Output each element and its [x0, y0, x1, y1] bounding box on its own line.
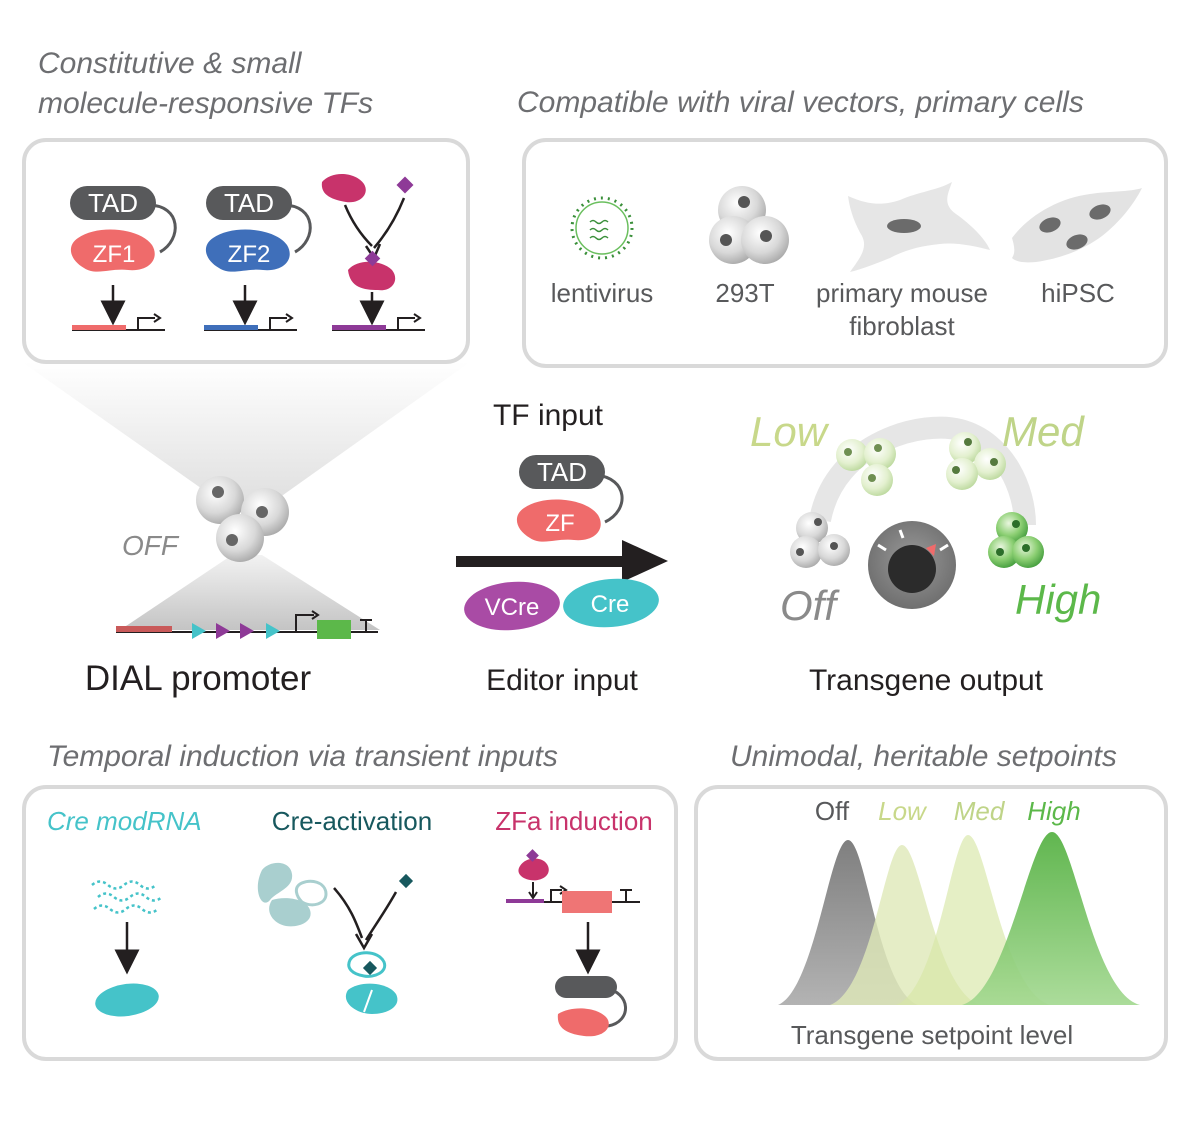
- output-low-cells: [836, 438, 896, 496]
- output-off-label: Off: [780, 582, 840, 629]
- tad1-domain: [70, 186, 156, 220]
- temporal-panel: [22, 785, 678, 1061]
- dial-caption: DIAL promoter: [85, 659, 312, 698]
- zoom-cone: [22, 362, 470, 510]
- tfs-heading-line2: molecule-responsive TFs: [38, 87, 373, 120]
- setpoint-xlabel: Transgene setpoint level: [791, 1020, 1073, 1050]
- compat-heading: Compatible with viral vectors, primary c…: [517, 86, 1084, 119]
- output-high-cells: [988, 512, 1044, 568]
- setpoint-high-label: High: [1027, 796, 1080, 826]
- small-molecule-tf: [321, 173, 425, 331]
- tad1-label: TAD: [88, 188, 138, 218]
- output-med-cells: [946, 432, 1006, 490]
- c293t-label: 293T: [715, 278, 774, 308]
- responsive-tf-bound: [348, 261, 396, 291]
- cells-293t-icon: [709, 186, 789, 264]
- fibro-label-line1: primary mouse: [816, 278, 988, 308]
- main-arrow: [456, 540, 668, 582]
- output-off-cells: [790, 512, 850, 568]
- output-low-label: Low: [750, 408, 830, 455]
- responsive-tf-unbound: [321, 173, 366, 203]
- hipsc-label: hiPSC: [1041, 278, 1115, 308]
- zfa-induction-label: ZFa induction: [495, 806, 653, 836]
- tad2-label: TAD: [224, 188, 274, 218]
- input-tad-label: TAD: [537, 457, 587, 487]
- tf-input-label: TF input: [493, 399, 604, 432]
- lentivirus-icon: [570, 196, 634, 260]
- cre-modrna-label: Cre modRNA: [47, 806, 202, 836]
- compat-panel: [522, 138, 1168, 368]
- temporal-heading: Temporal induction via transient inputs: [47, 740, 558, 773]
- cre-label: Cre: [591, 591, 630, 618]
- high-peak: [962, 832, 1140, 1005]
- editor-input-label: Editor input: [486, 664, 638, 697]
- zf2-domain: [205, 229, 290, 272]
- zfa-induction-icon: [506, 849, 640, 1037]
- editor-input-construct: VCre Cre: [464, 578, 659, 631]
- cre-activation-label: Cre-activation: [272, 806, 432, 836]
- tf2-construct: TAD ZF2: [204, 186, 312, 331]
- setpoint-distributions: [778, 832, 1140, 1005]
- output-med-label: Med: [1002, 408, 1085, 455]
- knob-icon: [868, 521, 956, 609]
- off-cells: [196, 476, 289, 562]
- dial-off-label: OFF: [122, 530, 180, 561]
- fibroblast-icon: [848, 182, 990, 272]
- setpoint-off-label: Off: [815, 796, 850, 826]
- output-high-label: High: [1015, 576, 1101, 623]
- modrna-icon: [91, 880, 163, 1017]
- input-zf-label: ZF: [545, 510, 574, 537]
- setpoints-heading: Unimodal, heritable setpoints: [730, 740, 1117, 773]
- dial-promoter-construct: [116, 610, 378, 639]
- zoom-cone-lower: [120, 555, 380, 630]
- cre-activation-icon: [257, 862, 414, 1014]
- tfs-heading-line1: Constitutive & small: [38, 47, 303, 80]
- setpoint-med-label: Med: [954, 796, 1006, 826]
- fibro-label-line2: fibroblast: [849, 311, 955, 341]
- hipsc-icon: [1012, 188, 1142, 263]
- zf1-domain: [70, 229, 155, 272]
- zf1-label: ZF1: [93, 241, 136, 268]
- lentivirus-label: lentivirus: [551, 278, 654, 308]
- zf2-label: ZF2: [228, 241, 271, 268]
- setpoint-low-label: Low: [878, 796, 928, 826]
- tad2-domain: [206, 186, 292, 220]
- vcre-label: VCre: [485, 594, 540, 621]
- tf-input-construct: TAD ZF: [516, 455, 624, 542]
- output-caption: Transgene output: [809, 664, 1044, 697]
- small-molecule-diamond: [396, 176, 414, 194]
- tf1-construct: TAD ZF1: [70, 186, 177, 331]
